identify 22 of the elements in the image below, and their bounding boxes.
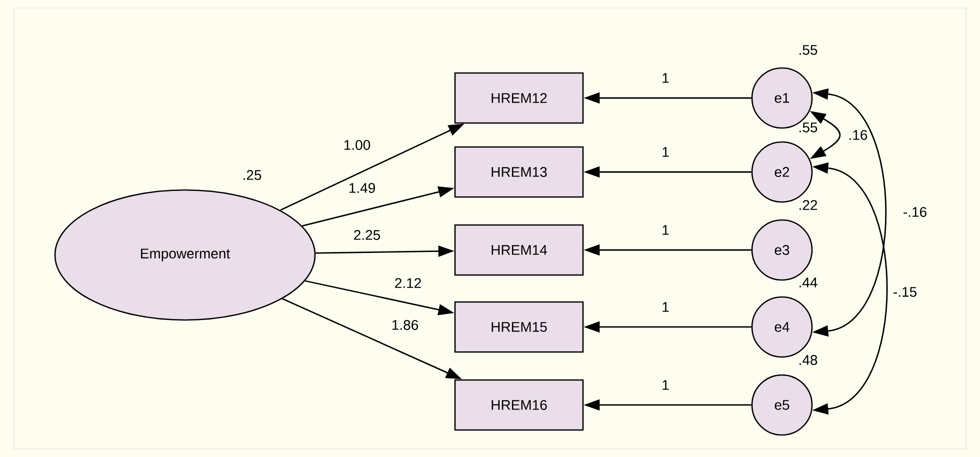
edge-label: -.15 [892,286,918,298]
edge-label: 1 [660,146,670,158]
edge-label: 1 [660,72,670,84]
variance-label: .55 [800,45,818,55]
edge-label: .16 [847,129,869,141]
edge-label: 1.86 [390,319,420,331]
observed-variable-box: HREM14 [454,224,584,276]
observed-variable-box: HREM15 [454,301,584,353]
observed-variable-box: HREM13 [454,146,584,198]
edge-label: 1 [660,224,670,236]
edge-label: -.16 [902,206,928,218]
variance-label: .25 [244,170,262,180]
edge-label: 1.49 [347,182,377,194]
edge-label: 1 [660,379,670,391]
variance-label: .48 [800,355,818,365]
variance-label: .22 [800,200,818,210]
edge-label: 2.25 [352,229,382,241]
observed-variable-box: HREM16 [454,379,584,431]
observed-variable-box: HREM12 [454,72,584,124]
edge-label: 1.00 [342,139,372,151]
edge-label: 2.12 [393,277,423,289]
edge-label: 1 [660,301,670,313]
